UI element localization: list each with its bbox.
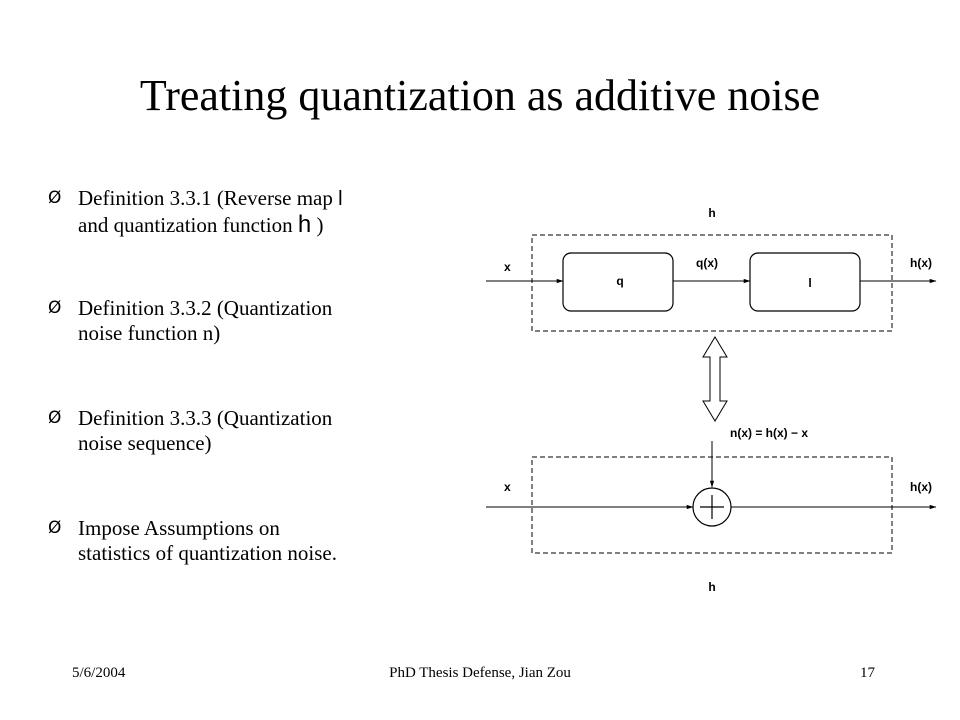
bottom-dashed-box [531, 456, 893, 554]
slide-title: Treating quantization as additive noise [139, 71, 821, 120]
bottom-output-label: h(x) [910, 480, 932, 494]
reverse-map-block [749, 252, 861, 312]
bullet-4-line-1: Impose Assumptions on [78, 516, 280, 540]
bullet-arrow-icon: Ø [48, 188, 62, 208]
quantization-block-diagram: h q l x q(x) h(x) n(x) = h(x) − x x h(x)… [486, 206, 937, 594]
intermediate-label: q(x) [696, 256, 718, 270]
bullet-1-line-2: and quantization function [78, 213, 298, 237]
bullet-2-line-2: noise function n) [78, 321, 221, 345]
quantization-function-symbol: h [297, 211, 312, 238]
top-system-label: h [708, 206, 715, 220]
reverse-map-symbol: l [338, 188, 343, 210]
bullet-1-tail: ) [311, 213, 324, 237]
bottom-input-label: x [504, 480, 511, 494]
footer-date: 5/6/2004 [72, 665, 126, 681]
bullet-arrow-icon: Ø [48, 298, 62, 318]
reverse-map-block-label: l [808, 276, 811, 290]
equivalence-double-arrow-icon [702, 336, 728, 422]
quantizer-block-label: q [616, 274, 623, 288]
noise-equation: n(x) = h(x) − x [730, 426, 808, 440]
bullet-4-line-2: statistics of quantization noise. [78, 541, 337, 565]
bullet-3-line-1: Definition 3.3.3 (Quantization [78, 406, 333, 430]
footer-title: PhD Thesis Defense, Jian Zou [389, 665, 571, 681]
bullet-2-line-1: Definition 3.3.2 (Quantization [78, 296, 333, 320]
bullet-arrow-icon: Ø [48, 408, 62, 428]
page-number: 17 [860, 665, 875, 681]
top-input-label: x [504, 260, 511, 274]
bullet-3-line-2: noise sequence) [78, 431, 212, 455]
bullet-arrow-icon: Ø [48, 518, 62, 538]
top-output-label: h(x) [910, 256, 932, 270]
bullet-1-line-1: Definition 3.3.1 (Reverse map [78, 186, 339, 210]
top-dashed-box [531, 234, 893, 332]
bottom-system-label: h [708, 580, 715, 594]
